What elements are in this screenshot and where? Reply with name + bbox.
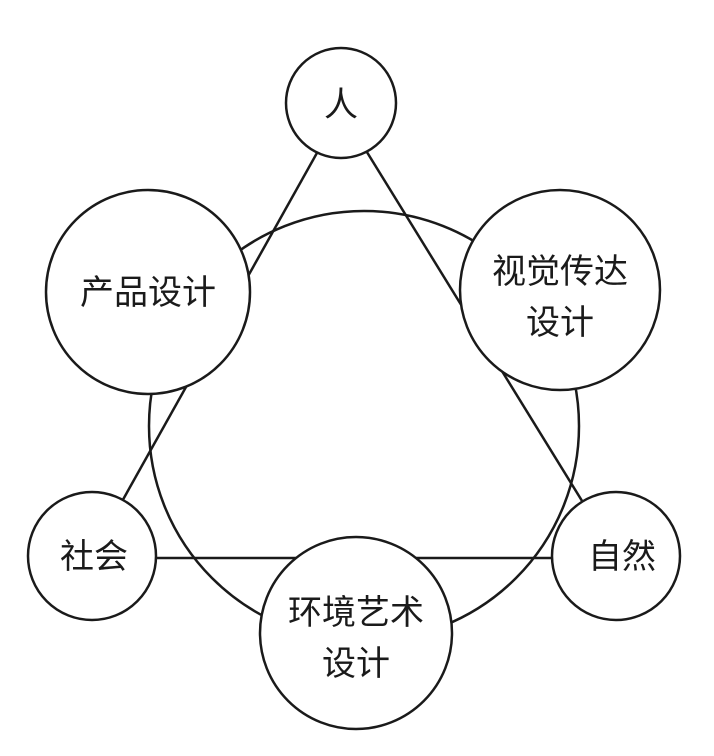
node-ren-label: 人 (324, 85, 358, 125)
node-environmental-art-design: 环境艺术 设计 (258, 535, 454, 731)
node-society: 社会 (26, 490, 158, 622)
node-visual-communication-design-label-line-1: 视觉传达 (492, 252, 628, 292)
node-ren: 人 (284, 46, 398, 160)
node-environmental-art-design-label-line-2: 设计 (322, 644, 390, 684)
node-product-design-label: 产品设计 (80, 273, 216, 313)
node-visual-communication-design-label-line-2: 设计 (526, 303, 594, 343)
node-society-label: 社会 (60, 537, 128, 577)
node-environmental-art-design-label-line-1: 环境艺术 (288, 593, 424, 633)
node-visual-communication-design: 视觉传达 设计 (458, 188, 662, 392)
node-product-design: 产品设计 (44, 188, 252, 396)
node-nature-label: 自然 (588, 537, 656, 577)
node-nature: 自然 (550, 490, 682, 622)
